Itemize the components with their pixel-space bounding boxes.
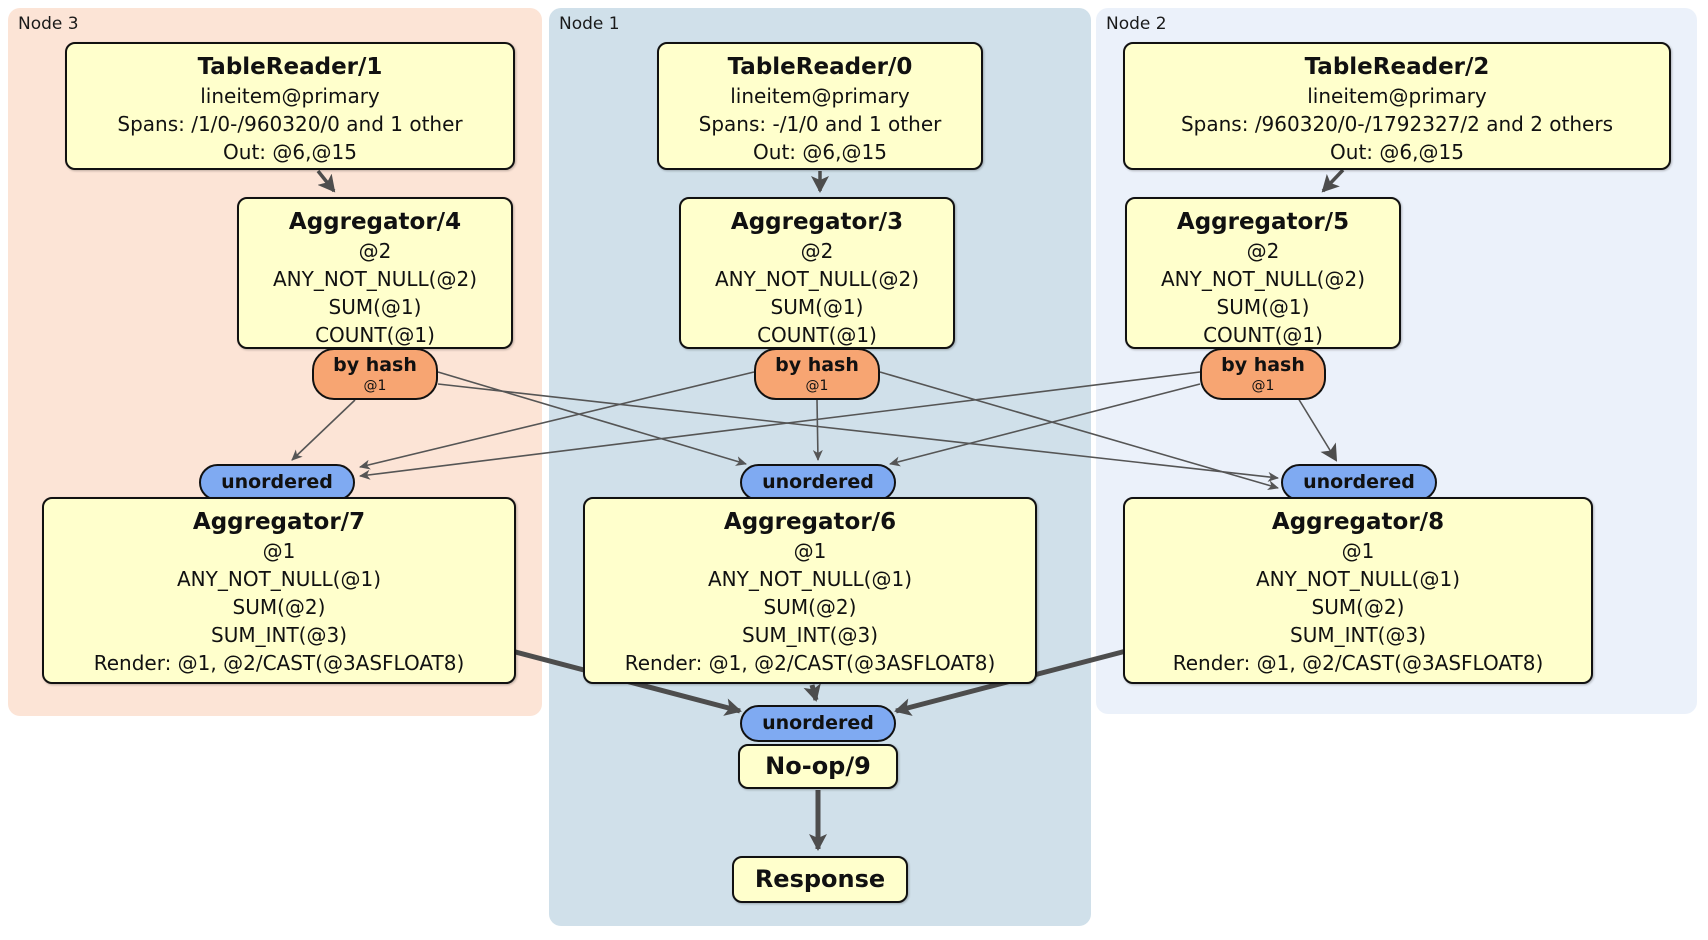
response-box: Response <box>732 856 908 903</box>
aggregator-8-line: @1 <box>1341 539 1375 563</box>
aggregator-7-line: SUM(@2) <box>232 595 326 619</box>
tablereader-0-box: TableReader/0 lineitem@primary Spans: -/… <box>657 42 983 170</box>
aggregator-4-line: ANY_NOT_NULL(@2) <box>273 267 477 291</box>
aggregator-8-title: Aggregator/8 <box>1271 509 1445 535</box>
node1-hash-router-param: @1 <box>805 378 829 394</box>
aggregator-6-line: ANY_NOT_NULL(@1) <box>708 567 912 591</box>
tablereader-1-line: lineitem@primary <box>200 84 380 108</box>
tablereader-1-line: Out: @6,@15 <box>223 140 357 164</box>
node3-hash-router: by hash @1 <box>312 348 438 400</box>
aggregator-8-line: SUM(@2) <box>1311 595 1405 619</box>
aggregator-3-line: COUNT(@1) <box>757 323 877 347</box>
node3-hash-router-param: @1 <box>363 378 387 394</box>
node3-hash-router-label: by hash <box>333 354 417 376</box>
node2-unordered-sync: unordered <box>1281 464 1437 501</box>
tablereader-1-box: TableReader/1 lineitem@primary Spans: /1… <box>65 42 515 170</box>
aggregator-5-box: Aggregator/5 @2 ANY_NOT_NULL(@2) SUM(@1)… <box>1125 197 1401 349</box>
aggregator-8-line: SUM_INT(@3) <box>1290 623 1426 647</box>
aggregator-6-line: @1 <box>793 539 827 563</box>
aggregator-5-line: @2 <box>1246 239 1280 263</box>
tablereader-0-line: lineitem@primary <box>730 84 910 108</box>
aggregator-7-line: Render: @1, @2/CAST(@3ASFLOAT8) <box>93 651 465 675</box>
aggregator-8-line: ANY_NOT_NULL(@1) <box>1256 567 1460 591</box>
aggregator-8-line: Render: @1, @2/CAST(@3ASFLOAT8) <box>1172 651 1544 675</box>
node3-unordered-sync: unordered <box>199 464 355 501</box>
node2-label: Node 2 <box>1106 14 1167 34</box>
tablereader-2-line: Out: @6,@15 <box>1330 140 1464 164</box>
aggregator-3-title: Aggregator/3 <box>730 209 904 235</box>
aggregator-3-line: ANY_NOT_NULL(@2) <box>715 267 919 291</box>
tablereader-1-line: Spans: /1/0-/960320/0 and 1 other <box>117 112 463 136</box>
aggregator-3-line: @2 <box>800 239 834 263</box>
node1-unordered-sync: unordered <box>740 464 896 501</box>
aggregator-5-line: ANY_NOT_NULL(@2) <box>1161 267 1365 291</box>
aggregator-7-line: ANY_NOT_NULL(@1) <box>177 567 381 591</box>
aggregator-7-line: @1 <box>262 539 296 563</box>
tablereader-2-box: TableReader/2 lineitem@primary Spans: /9… <box>1123 42 1671 170</box>
tablereader-2-title: TableReader/2 <box>1304 54 1490 80</box>
node1-label: Node 1 <box>559 14 620 34</box>
node1-hash-router-label: by hash <box>775 354 859 376</box>
tablereader-0-line: Out: @6,@15 <box>753 140 887 164</box>
tablereader-2-line: Spans: /960320/0-/1792327/2 and 2 others <box>1180 112 1613 136</box>
tablereader-0-title: TableReader/0 <box>727 54 913 80</box>
aggregator-4-line: SUM(@1) <box>328 295 422 319</box>
aggregator-4-line: COUNT(@1) <box>315 323 435 347</box>
aggregator-4-title: Aggregator/4 <box>288 209 462 235</box>
aggregator-3-box: Aggregator/3 @2 ANY_NOT_NULL(@2) SUM(@1)… <box>679 197 955 349</box>
node3-label: Node 3 <box>18 14 79 34</box>
aggregator-7-box: Aggregator/7 @1 ANY_NOT_NULL(@1) SUM(@2)… <box>42 497 516 684</box>
aggregator-4-line: @2 <box>358 239 392 263</box>
aggregator-5-line: COUNT(@1) <box>1203 323 1323 347</box>
aggregator-6-box: Aggregator/6 @1 ANY_NOT_NULL(@1) SUM(@2)… <box>583 497 1037 684</box>
aggregator-6-title: Aggregator/6 <box>723 509 897 535</box>
aggregator-3-line: SUM(@1) <box>770 295 864 319</box>
aggregator-5-line: SUM(@1) <box>1216 295 1310 319</box>
aggregator-8-box: Aggregator/8 @1 ANY_NOT_NULL(@1) SUM(@2)… <box>1123 497 1593 684</box>
aggregator-6-line: SUM_INT(@3) <box>742 623 878 647</box>
node2-hash-router-param: @1 <box>1251 378 1275 394</box>
aggregator-6-line: SUM(@2) <box>763 595 857 619</box>
aggregator-6-line: Render: @1, @2/CAST(@3ASFLOAT8) <box>624 651 996 675</box>
aggregator-7-line: SUM_INT(@3) <box>211 623 347 647</box>
final-unordered-sync: unordered <box>740 705 896 742</box>
aggregator-5-title: Aggregator/5 <box>1176 209 1350 235</box>
node2-hash-router: by hash @1 <box>1200 348 1326 400</box>
aggregator-7-title: Aggregator/7 <box>192 509 366 535</box>
tablereader-1-title: TableReader/1 <box>197 54 383 80</box>
node2-hash-router-label: by hash <box>1221 354 1305 376</box>
noop-9-box: No-op/9 <box>738 744 898 789</box>
aggregator-4-box: Aggregator/4 @2 ANY_NOT_NULL(@2) SUM(@1)… <box>237 197 513 349</box>
tablereader-0-line: Spans: -/1/0 and 1 other <box>698 112 942 136</box>
tablereader-2-line: lineitem@primary <box>1307 84 1487 108</box>
node1-hash-router: by hash @1 <box>754 348 880 400</box>
